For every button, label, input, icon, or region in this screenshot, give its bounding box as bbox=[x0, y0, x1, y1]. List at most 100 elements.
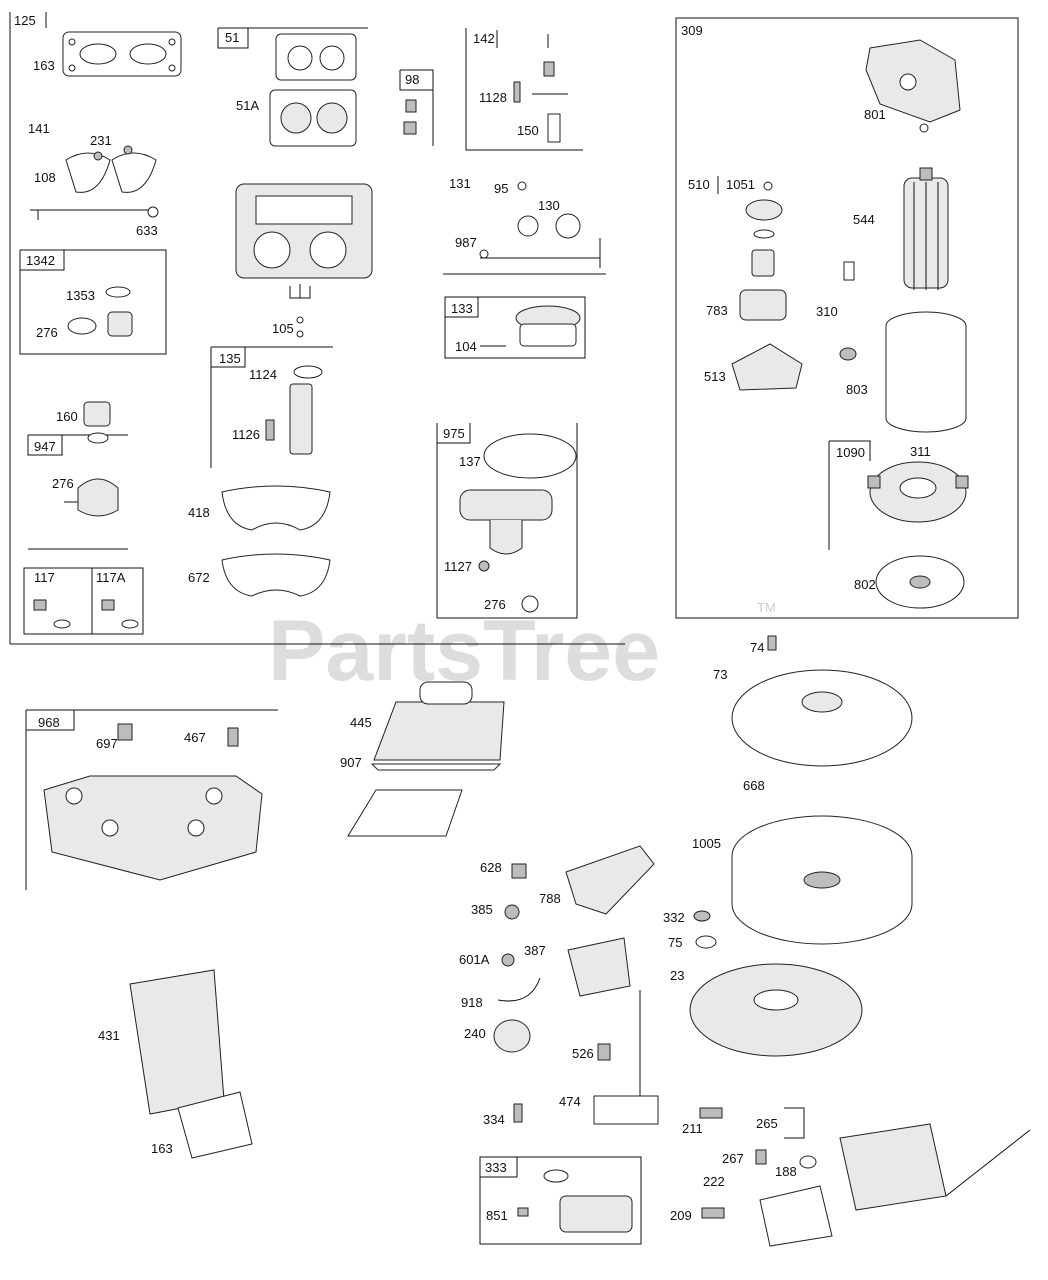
flywheel-1005-drawing bbox=[693, 815, 913, 949]
callout-513: 513 bbox=[704, 369, 726, 384]
callout-788: 788 bbox=[539, 891, 561, 906]
fuel-pump-387-drawing bbox=[493, 937, 631, 1053]
callout-802: 802 bbox=[854, 577, 876, 592]
gasket-163-drawing bbox=[62, 31, 182, 77]
callout-672: 672 bbox=[188, 570, 210, 585]
callout-975: 975 bbox=[443, 426, 465, 441]
callout-1353: 1353 bbox=[66, 288, 95, 303]
callout-141: 141 bbox=[28, 121, 50, 136]
callout-104: 104 bbox=[455, 339, 477, 354]
governor-linkage-drawing bbox=[701, 1123, 1031, 1247]
starter-drive-drawing bbox=[731, 181, 803, 391]
callout-385: 385 bbox=[471, 902, 493, 917]
callout-142: 142 bbox=[473, 31, 495, 46]
callout-163-lower: 163 bbox=[151, 1141, 173, 1156]
callout-783: 783 bbox=[706, 303, 728, 318]
callout-135: 135 bbox=[219, 351, 241, 366]
valve-cover-968-drawing bbox=[43, 723, 263, 881]
callout-1005: 1005 bbox=[692, 836, 721, 851]
manifold-431-drawing bbox=[129, 969, 253, 1159]
callout-544: 544 bbox=[853, 212, 875, 227]
callout-98: 98 bbox=[405, 72, 419, 87]
callout-467: 467 bbox=[184, 730, 206, 745]
callout-628: 628 bbox=[480, 860, 502, 875]
callout-474: 474 bbox=[559, 1094, 581, 1109]
dipstick-tube-975-drawing bbox=[459, 433, 577, 613]
callout-51A: 51A bbox=[236, 98, 259, 113]
callout-333: 333 bbox=[485, 1160, 507, 1175]
ring-gear-23-drawing bbox=[689, 963, 863, 1057]
callout-668: 668 bbox=[743, 778, 765, 793]
armature-544-drawing bbox=[843, 167, 949, 290]
group-frames bbox=[9, 12, 1019, 1245]
breather-135-drawing bbox=[265, 365, 323, 455]
bolt-98-drawing bbox=[403, 99, 417, 135]
gasket-51-drawing bbox=[269, 33, 357, 147]
callout-231: 231 bbox=[90, 133, 112, 148]
fitting-1342-drawing bbox=[67, 286, 133, 337]
callout-105: 105 bbox=[272, 321, 294, 336]
callout-1051: 1051 bbox=[726, 177, 755, 192]
spring-211-drawing bbox=[699, 1107, 805, 1139]
callout-265: 265 bbox=[756, 1116, 778, 1131]
callout-267: 267 bbox=[722, 1151, 744, 1166]
callout-851: 851 bbox=[486, 1208, 508, 1223]
callout-137: 137 bbox=[459, 454, 481, 469]
air-filter-445-drawing bbox=[347, 681, 505, 837]
callout-387: 387 bbox=[524, 943, 546, 958]
callout-633: 633 bbox=[136, 223, 158, 238]
callout-510: 510 bbox=[688, 177, 710, 192]
callout-125: 125 bbox=[14, 13, 36, 28]
callout-117: 117 bbox=[34, 570, 55, 585]
callout-697: 697 bbox=[96, 736, 118, 751]
callout-1128: 1128 bbox=[479, 90, 507, 105]
callout-918: 918 bbox=[461, 995, 483, 1010]
callout-334: 334 bbox=[483, 1112, 505, 1127]
callout-209: 209 bbox=[670, 1208, 692, 1223]
callout-801: 801 bbox=[864, 107, 886, 122]
valve-131-drawing bbox=[479, 181, 601, 268]
callout-311: 311 bbox=[910, 444, 931, 459]
callout-75: 75 bbox=[668, 935, 682, 950]
callout-1126: 1126 bbox=[232, 427, 260, 442]
callout-160: 160 bbox=[56, 409, 78, 424]
callout-526: 526 bbox=[572, 1046, 594, 1061]
bracket-141-drawing bbox=[30, 145, 159, 220]
callout-310: 310 bbox=[816, 304, 838, 319]
callout-431: 431 bbox=[98, 1028, 120, 1043]
callout-332: 332 bbox=[663, 910, 685, 925]
callout-51: 51 bbox=[225, 30, 239, 45]
bracket-788-drawing bbox=[504, 845, 655, 920]
end-plate-802-drawing bbox=[875, 555, 965, 609]
callout-labels: 125 163 51 51A 98 142 1128 150 309 801 1… bbox=[14, 13, 931, 1223]
callout-987: 987 bbox=[455, 235, 477, 250]
callout-276-975: 276 bbox=[484, 597, 506, 612]
callout-1342: 1342 bbox=[26, 253, 55, 268]
callout-95: 95 bbox=[494, 181, 508, 196]
callout-131: 131 bbox=[449, 176, 471, 191]
governor-474-drawing bbox=[513, 990, 659, 1125]
callout-74: 74 bbox=[750, 640, 764, 655]
callout-907: 907 bbox=[340, 755, 362, 770]
filter-160-drawing bbox=[64, 401, 119, 517]
callout-309: 309 bbox=[681, 23, 703, 38]
callout-188: 188 bbox=[775, 1164, 797, 1179]
seal-133-drawing bbox=[480, 305, 581, 347]
blower-housing-73-drawing bbox=[731, 635, 913, 767]
callout-1124: 1124 bbox=[249, 367, 277, 382]
callout-947: 947 bbox=[34, 439, 56, 454]
callout-23: 23 bbox=[670, 968, 684, 983]
callout-211: 211 bbox=[682, 1121, 703, 1136]
bracket-801-drawing bbox=[865, 39, 961, 133]
hardware-142-drawing bbox=[513, 34, 568, 143]
plugs-117-drawing bbox=[33, 599, 139, 629]
callout-222: 222 bbox=[703, 1174, 725, 1189]
cylinder-head-drawing bbox=[235, 183, 373, 338]
housing-803-drawing bbox=[839, 311, 967, 433]
callout-276-947: 276 bbox=[52, 476, 74, 491]
brush-plate-1090-drawing bbox=[867, 461, 969, 523]
callout-601A: 601A bbox=[459, 952, 490, 967]
module-333-drawing bbox=[517, 1169, 633, 1233]
callout-240: 240 bbox=[464, 1026, 486, 1041]
